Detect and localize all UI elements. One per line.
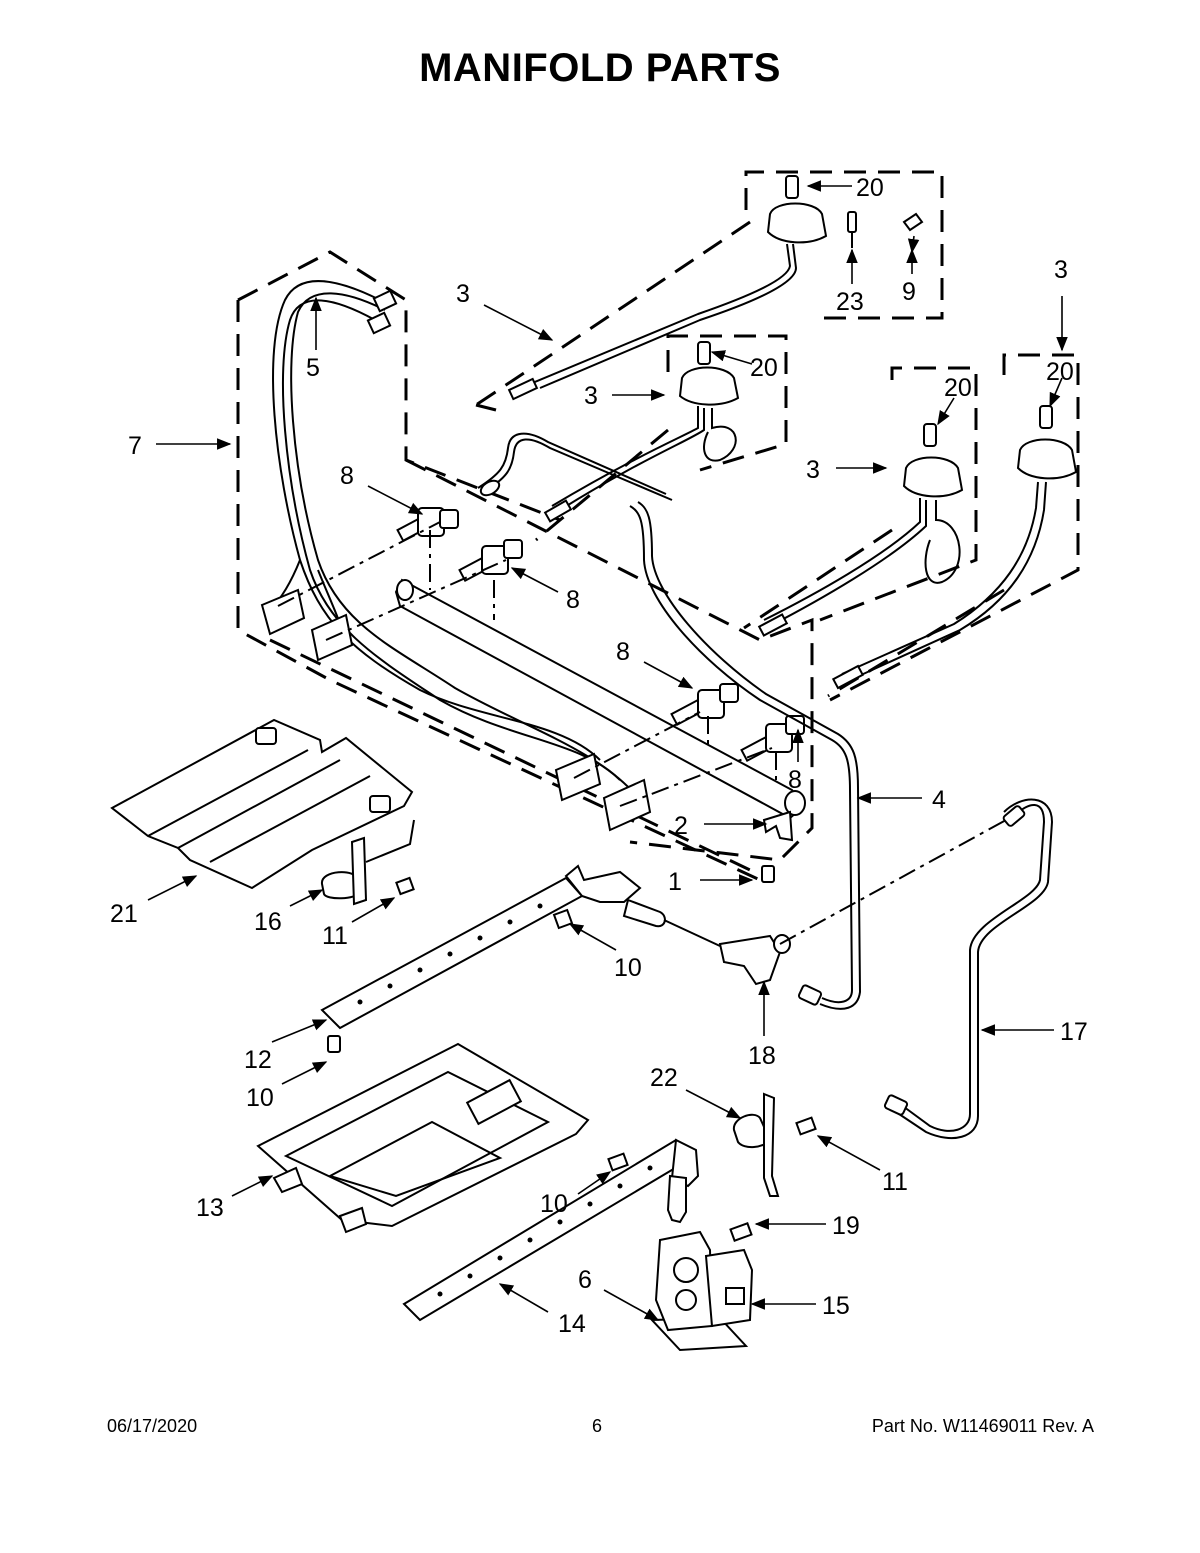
callout-8: 8 bbox=[340, 462, 354, 490]
callout-20: 20 bbox=[856, 174, 884, 202]
footer-page-number: 6 bbox=[592, 1416, 603, 1436]
callout-20: 20 bbox=[750, 354, 778, 382]
burner-bases bbox=[507, 175, 1078, 690]
callout-10: 10 bbox=[246, 1084, 274, 1112]
callout-3: 3 bbox=[584, 382, 598, 410]
callout-1: 1 bbox=[668, 868, 682, 896]
callout-labels: 1 2 3 3 3 3 4 5 6 7 8 8 8 8 9 10 10 10 1… bbox=[110, 174, 1088, 1338]
callout-17: 17 bbox=[1060, 1018, 1088, 1046]
center-lines bbox=[277, 521, 1007, 945]
callout-4: 4 bbox=[932, 786, 946, 814]
footer-date: 06/17/2020 bbox=[107, 1416, 198, 1436]
callout-7: 7 bbox=[128, 432, 142, 460]
broil-burner bbox=[320, 864, 791, 1030]
callout-3: 3 bbox=[456, 280, 470, 308]
callout-10: 10 bbox=[614, 954, 642, 982]
dashed-group-outlines bbox=[236, 170, 1080, 882]
callout-22: 22 bbox=[650, 1064, 678, 1092]
callout-8: 8 bbox=[616, 638, 630, 666]
callout-10: 10 bbox=[540, 1190, 568, 1218]
callout-21: 21 bbox=[110, 900, 138, 928]
callout-8: 8 bbox=[788, 766, 802, 794]
callout-11: 11 bbox=[882, 1168, 908, 1196]
page-title: MANIFOLD PARTS bbox=[419, 46, 781, 90]
callout-20: 20 bbox=[944, 374, 972, 402]
callout-14: 14 bbox=[558, 1310, 586, 1338]
callout-20: 20 bbox=[1046, 358, 1074, 386]
callout-13: 13 bbox=[196, 1194, 224, 1222]
callout-3: 3 bbox=[806, 456, 820, 484]
callout-11: 11 bbox=[322, 922, 348, 950]
callout-16: 16 bbox=[254, 908, 282, 936]
leader-arrows bbox=[147, 180, 1068, 1321]
callout-2: 2 bbox=[674, 812, 688, 840]
shields bbox=[110, 718, 590, 1234]
oven-igniter-and-screws bbox=[321, 819, 817, 1242]
gas-tubes bbox=[477, 432, 1054, 1140]
safety-valve bbox=[649, 1230, 754, 1352]
callout-18: 18 bbox=[748, 1042, 776, 1070]
burner-valves bbox=[396, 507, 805, 763]
callout-3: 3 bbox=[1054, 256, 1068, 284]
callout-9: 9 bbox=[902, 278, 916, 306]
callout-6: 6 bbox=[578, 1266, 592, 1294]
bake-burner bbox=[402, 1092, 780, 1322]
callout-23: 23 bbox=[836, 288, 864, 316]
electrode-and-clip bbox=[847, 211, 924, 248]
callout-12: 12 bbox=[244, 1046, 272, 1074]
callout-19: 19 bbox=[832, 1212, 860, 1240]
manifold-pipe bbox=[394, 578, 806, 842]
callout-15: 15 bbox=[822, 1292, 850, 1320]
callout-8: 8 bbox=[566, 586, 580, 614]
footer-part-number: Part No. W11469011 Rev. A bbox=[871, 1416, 1094, 1436]
callout-5: 5 bbox=[306, 354, 320, 382]
wire-harness bbox=[269, 280, 641, 801]
